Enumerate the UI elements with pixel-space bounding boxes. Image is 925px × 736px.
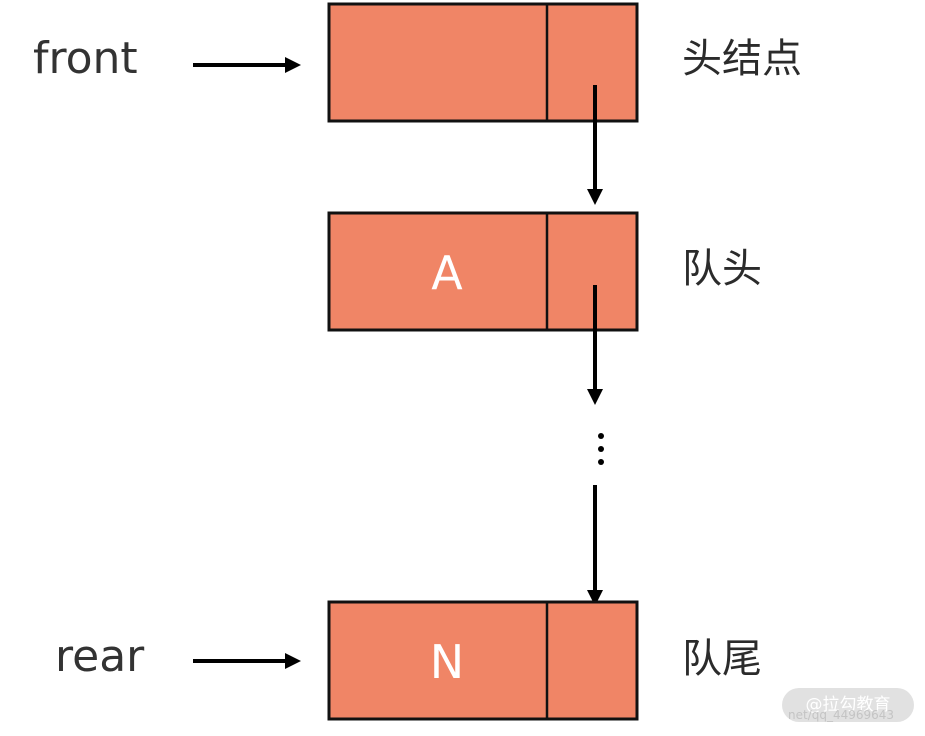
next-arrow-head-to-a	[587, 85, 603, 205]
node-a: A	[327, 211, 639, 332]
ellipsis-dot	[598, 446, 604, 452]
node-n: N	[327, 600, 639, 721]
front-arrow	[193, 57, 301, 73]
watermark-badge: @拉勾教育	[782, 688, 914, 722]
node-n-value: N	[430, 635, 464, 689]
rear-arrow	[193, 653, 301, 669]
ellipsis-dots	[598, 433, 604, 465]
node-a-box	[327, 211, 639, 332]
head-node	[327, 2, 639, 123]
watermark-subtext: net/qq_44969643	[788, 708, 895, 722]
head-node-box	[327, 2, 639, 123]
node-a-value: A	[431, 246, 463, 300]
node-n-label: 队尾	[682, 636, 762, 682]
next-arrow-a-to-ellipsis	[587, 285, 603, 405]
rear-pointer-label: rear	[55, 631, 145, 682]
next-arrow-ellipsis-to-n	[587, 485, 603, 606]
node-a-label: 队头	[682, 246, 762, 292]
ellipsis-dot	[598, 433, 604, 439]
node-n-box	[327, 600, 639, 721]
front-pointer-label: front	[33, 33, 138, 84]
ellipsis-dot	[598, 459, 604, 465]
head-node-label: 头结点	[682, 36, 802, 82]
